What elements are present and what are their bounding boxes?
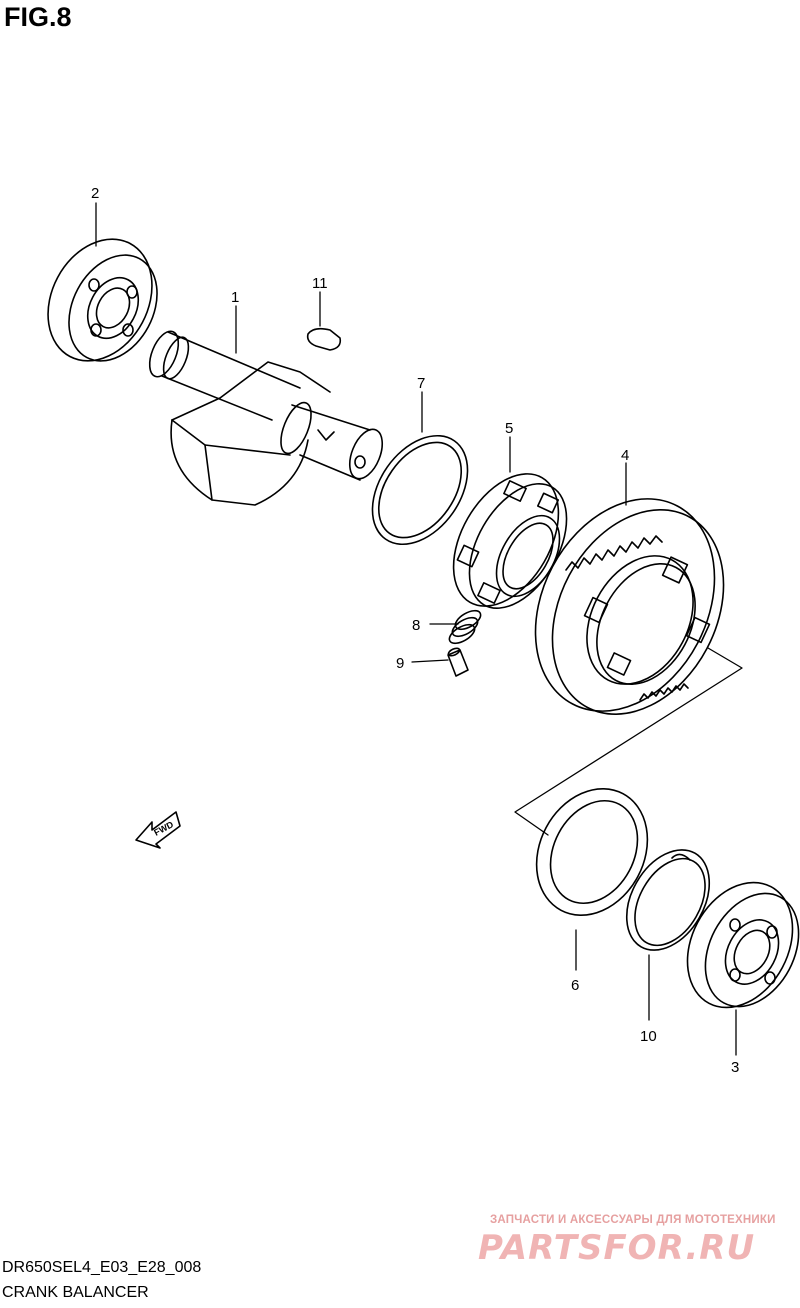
- watermark-logo: PARTSFOR.RU: [478, 1228, 756, 1268]
- leader-lines: [95, 202, 737, 1056]
- part-7-o-ring[interactable]: [353, 418, 487, 562]
- part-3-bearing[interactable]: [667, 864, 800, 1026]
- part-10-circlip[interactable]: [610, 835, 726, 965]
- callout-5: 5: [505, 420, 513, 437]
- section-name: CRANK BALANCER: [2, 1284, 149, 1301]
- model-code: DR650SEL4_E03_E28_008: [2, 1259, 202, 1276]
- part-4-balancer-gear[interactable]: [500, 468, 758, 836]
- figure-title: FIG.8: [4, 2, 72, 32]
- callout-11: 11: [312, 275, 328, 292]
- callout-1: 1: [231, 289, 239, 306]
- part-1-balancer-shaft[interactable]: [144, 327, 389, 506]
- fwd-arrow-icon: [135, 811, 181, 849]
- watermark-tagline: ЗАПЧАСТИ И АКСЕССУАРЫ ДЛЯ МОТОТЕХНИКИ: [490, 1214, 776, 1226]
- callout-10: 10: [640, 1028, 657, 1045]
- part-5-damper-hub[interactable]: [432, 456, 587, 625]
- callout-8: 8: [412, 617, 420, 634]
- callout-2: 2: [91, 185, 99, 202]
- callout-7: 7: [417, 375, 425, 392]
- part-8-spring[interactable]: [446, 607, 483, 647]
- callout-4: 4: [621, 447, 629, 464]
- part-6-washer[interactable]: [515, 769, 669, 934]
- part-9-pin[interactable]: [447, 647, 469, 677]
- callout-9: 9: [396, 655, 404, 672]
- callout-3: 3: [731, 1059, 739, 1076]
- callout-6: 6: [571, 977, 579, 994]
- part-2-bearing[interactable]: [28, 221, 175, 379]
- part-11-key[interactable]: [306, 327, 342, 351]
